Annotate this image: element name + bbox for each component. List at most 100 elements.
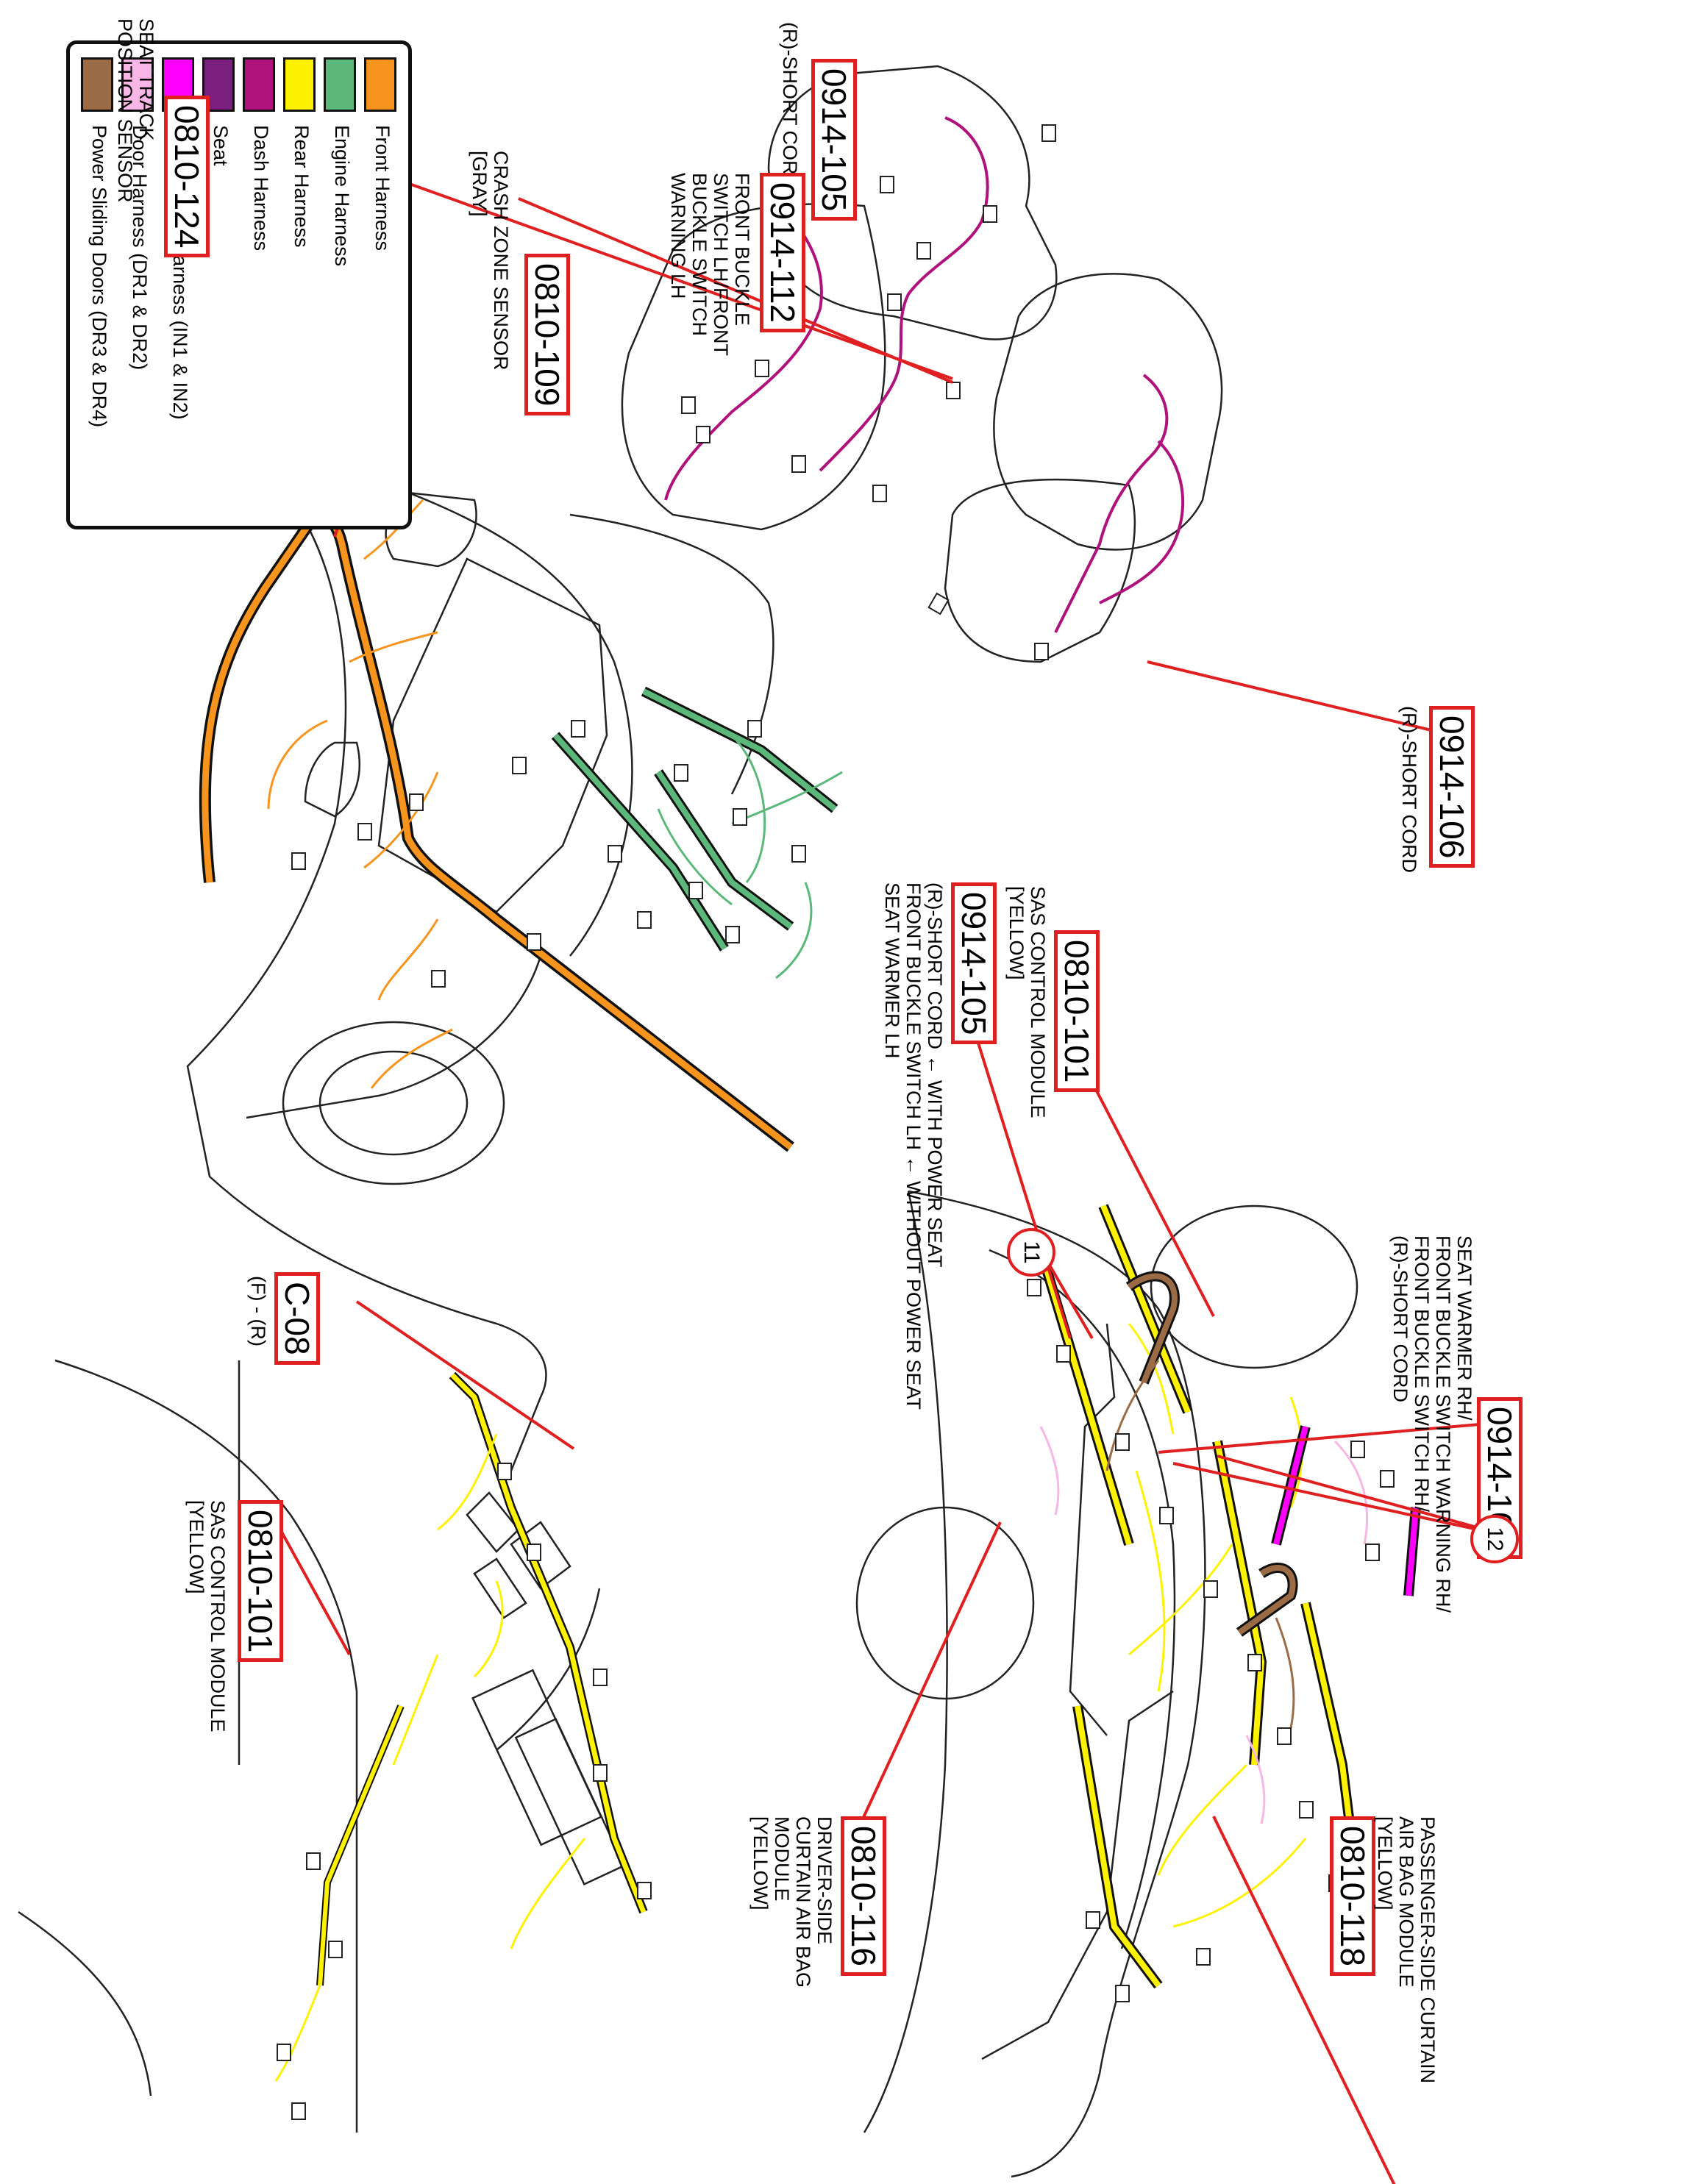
callout-desc-driver-curtain: DRIVER-SIDE CURTAIN AIR BAG MODULE [YELL…: [749, 1816, 836, 1988]
legend-label: Engine Harness: [331, 125, 353, 267]
front-bumper-outline: [246, 955, 542, 1119]
legend-item-dash-harness: Dash Harness: [243, 57, 275, 513]
legend-swatch: [324, 57, 356, 112]
front-wheel-arch-inner: [318, 1050, 469, 1156]
dash-outline: [18, 1359, 358, 2133]
front-light-outline-2: [304, 741, 360, 818]
front-body-outline: [186, 454, 547, 1471]
engine-harness-2-fill: [655, 770, 793, 929]
steering-column: [496, 1588, 601, 1751]
pedal-outline: [466, 1491, 571, 1619]
leader-c08: [355, 1300, 575, 1450]
legend-item-front-harness: Front Harness: [364, 57, 396, 513]
callout-desc-short-cord-right: (R)-SHORT CORD: [1398, 706, 1420, 873]
seat-harness-2: [664, 204, 823, 501]
rear-harness-3-fill: [1038, 1249, 1132, 1546]
leader-m12b: [1172, 1462, 1512, 1538]
rear-harness-thin: [1128, 1323, 1307, 1928]
sliding-door-harness-1-fill: [1127, 1273, 1178, 1384]
seat-outline-2: [621, 203, 886, 531]
leader-seat-warmer-rh: [1158, 1421, 1498, 1454]
rear-wheel-arch-left: [855, 1506, 1035, 1700]
seat-harness-1: [819, 116, 989, 472]
legend-label: Power Sliding Doors (DR3 & DR4): [88, 125, 110, 428]
rear-body-outline: [908, 1190, 1206, 2178]
dash-console-2: [514, 1717, 626, 1886]
leader-driver-curtain: [859, 1521, 1002, 1824]
dash-rear-harness-2-fill: [318, 1705, 403, 1986]
leader-front-buckle-lh: [518, 197, 953, 384]
rear-harness-1-fill: [1100, 1205, 1191, 1413]
door-harness-thin: [1039, 1426, 1369, 1824]
sliding-door-thin: [1105, 1360, 1295, 1729]
callout-desc-short-cord-mid: (R)-SHORT CORD ← WITH POWER SEAT FRONT B…: [881, 882, 946, 1410]
legend-swatch: [243, 57, 275, 112]
callout-code-sas-right: 0810-101: [1054, 930, 1100, 1093]
legend-label: Dash Harness: [250, 125, 272, 251]
callout-desc-crash-zone: CRASH ZONE SENSOR [GRAY]: [469, 151, 512, 371]
marker-11: 11: [1007, 1228, 1055, 1277]
legend-item-engine-harness: Engine Harness: [324, 57, 356, 513]
legend-swatch: [81, 57, 113, 112]
seat-harness-3: [1054, 374, 1169, 633]
callout-desc-short-cord-top: (R)-SHORT CORD: [779, 22, 801, 189]
seat-outline-3: [993, 273, 1223, 551]
front-wheel-arch: [282, 1021, 505, 1185]
leader-lines: [235, 120, 1512, 2184]
legend-label: Seat: [210, 125, 232, 166]
engine-harness-1-fill: [553, 733, 727, 951]
rear-floor-outline: [863, 1191, 948, 2133]
leader-short-cord-right: [1147, 660, 1453, 737]
leader-sas-left: [271, 1514, 351, 1655]
legend-swatch: [283, 57, 316, 112]
rear-roof-outline: [989, 1249, 1176, 1949]
rear-wheel-arch-right: [1150, 1205, 1358, 1369]
marker-12: 12: [1470, 1515, 1519, 1563]
legend-label: Rear Harness: [291, 125, 313, 248]
legend-item-rear-harness: Rear Harness: [283, 57, 316, 513]
seat-harness-4: [1099, 440, 1185, 604]
callout-code-passenger-curtain: 0810-118: [1330, 1816, 1375, 1976]
dash-rear-harness-fill: [450, 1373, 647, 1913]
callout-code-short-cord-top: 0914-105: [811, 59, 857, 221]
vehicle-outlines: [18, 65, 1358, 2178]
leader-short-cord-mid: [966, 1007, 1072, 1339]
legend-item-seat: Seat: [202, 57, 235, 513]
harness-lines: [199, 116, 1421, 2082]
callout-code-short-cord-mid: 0914-105: [951, 882, 997, 1045]
seat-outline-4: [944, 478, 1136, 663]
callout-desc-seat-track: SEAT TRACK POSITION SENSOR: [114, 18, 157, 203]
engine-harness-thin: [657, 734, 843, 979]
callout-code-sas-left: 0810-101: [238, 1500, 283, 1663]
front-harness-main-fill: [202, 513, 793, 1150]
legend-label: Front Harness: [371, 125, 393, 251]
seat-outline-1: [767, 65, 1058, 340]
callout-desc-sas-right: SAS CONTROL MODULE [YELLOW]: [1005, 886, 1049, 1118]
callout-code-driver-curtain: 0810-116: [841, 1816, 886, 1976]
interior-light-harness-2-fill: [1406, 1507, 1419, 1596]
connectors: [277, 124, 1395, 2120]
legend-item-power-sliding-doors: Power Sliding Doors (DR3 & DR4): [81, 57, 113, 513]
callout-code-c08: C-08: [274, 1272, 320, 1365]
callout-desc-passenger-curtain: PASSENGER-SIDE CURTAIN AIR BAG MODULE [Y…: [1374, 1816, 1439, 2084]
callout-code-front-buckle-lh: 0914-112: [760, 173, 805, 332]
sliding-door-harness-2-fill: [1237, 1565, 1296, 1635]
rear-harness-4-fill: [1075, 1705, 1161, 1988]
legend-swatch: [364, 57, 396, 112]
leader-passenger-curtain: [1212, 1816, 1406, 2184]
callout-desc-c08: (F) - (R): [247, 1276, 269, 1346]
rear-door-outline-2: [981, 1690, 1174, 2060]
callout-code-short-cord-right: 0914-106: [1429, 706, 1475, 868]
callout-desc-front-buckle-lh: FRONT BUCKLE SWITCH LH/FRONT BUCKLE SWIT…: [667, 173, 753, 356]
interior-light-harness-1-fill: [1273, 1426, 1308, 1545]
leader-m12a: [1217, 1455, 1512, 1538]
callout-code-crash-zone: 0810-109: [524, 254, 570, 416]
callout-desc-seat-warmer-rh: SEAT WARMER RH/ FRONT BUCKLE SWITCH WARN…: [1389, 1235, 1475, 1613]
front-hood-outline: [349, 469, 633, 957]
dash-thin: [274, 1433, 586, 2082]
callout-desc-sas-left: SAS CONTROL MODULE [YELLOW]: [185, 1500, 229, 1732]
engine-harness-2: [654, 769, 794, 931]
